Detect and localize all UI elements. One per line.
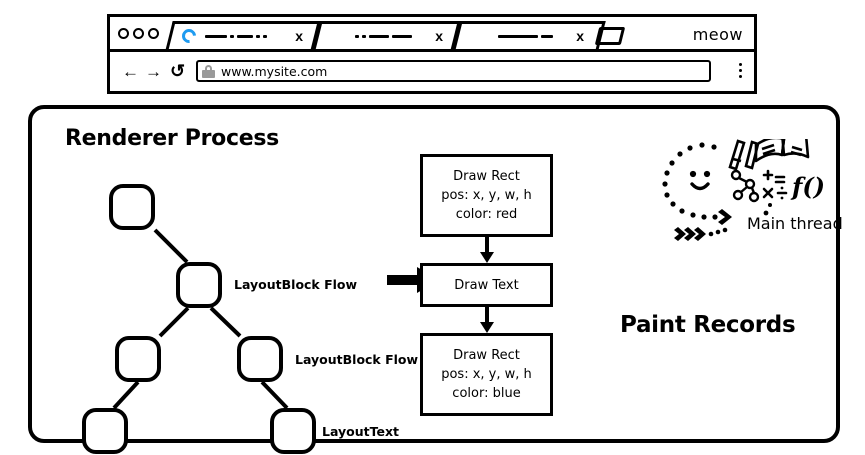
browser-toolbar: ← → ↺ www.mysite.com xyxy=(110,52,754,94)
tree-connector-lines xyxy=(112,228,289,410)
tree-label-layouttext: LayoutText xyxy=(322,424,400,439)
reload-button[interactable]: ↺ xyxy=(170,61,186,81)
tab-content: x xyxy=(165,21,315,52)
browser-tab-3[interactable]: x xyxy=(450,21,606,52)
window-controls[interactable] xyxy=(118,28,159,39)
connector-arrow-1 xyxy=(480,237,494,263)
paint-box-draw-text: Draw Text xyxy=(420,263,553,307)
main-thread-illustration: f() Main thread xyxy=(652,130,852,249)
tab-title-placeholder xyxy=(498,35,553,38)
tab-close-button-2[interactable]: x xyxy=(435,28,443,44)
paint-records-title: Paint Records xyxy=(620,312,796,338)
molecule-graph-icon xyxy=(730,169,760,203)
tree-label-layoutblock-flow-2: LayoutBlock Flow xyxy=(295,352,419,367)
window-control-maximize[interactable] xyxy=(148,28,159,39)
window-control-close[interactable] xyxy=(118,28,129,39)
url-bar[interactable]: www.mysite.com xyxy=(196,60,711,82)
main-thread-graphic: f() xyxy=(662,130,825,241)
layout-node-block-1 xyxy=(176,262,222,308)
open-book-icon xyxy=(754,130,810,163)
browser-tab-1[interactable]: x xyxy=(165,21,323,52)
loading-spinner-icon xyxy=(179,26,199,46)
forward-button[interactable]: → xyxy=(145,62,162,81)
paint-line: Draw Rect xyxy=(453,348,520,363)
paint-box-draw-rect-red: Draw Rect pos: x, y, w, h color: red xyxy=(420,154,553,237)
paint-line: Draw Text xyxy=(454,277,519,293)
page-title: Renderer Process xyxy=(65,126,279,151)
tab-title-placeholder xyxy=(355,35,412,38)
connector-arrow-2 xyxy=(480,307,494,333)
smiley-face-icon xyxy=(662,142,718,220)
tab-strip: x x x xyxy=(110,17,754,52)
math-symbols-icon xyxy=(762,169,788,200)
dotted-trail-arrow-icon xyxy=(718,209,732,225)
function-notation-icon: f() xyxy=(790,172,825,201)
three-dot-menu-icon[interactable] xyxy=(739,63,742,78)
tab-content: x xyxy=(310,21,455,52)
renderer-process-card: Renderer Process LayoutBlock Flow Layout… xyxy=(28,105,843,454)
window-control-minimize[interactable] xyxy=(133,28,144,39)
paint-line: Draw Rect xyxy=(453,169,520,184)
browser-window: x x x xyxy=(107,14,757,94)
paint-line: pos: x, y, w, h xyxy=(441,367,532,382)
lock-icon xyxy=(202,64,215,78)
browser-tab-2[interactable]: x xyxy=(310,21,463,52)
layout-tree-diagram: LayoutBlock Flow LayoutBlock Flow Layout… xyxy=(82,164,418,454)
main-thread-label: Main thread xyxy=(747,214,843,233)
tab-content: x xyxy=(450,21,598,52)
layout-node-root xyxy=(109,184,155,230)
motion-lines-icon xyxy=(674,227,706,241)
back-button[interactable]: ← xyxy=(122,62,139,81)
layout-node-text-1 xyxy=(82,408,128,454)
paint-box-draw-rect-blue: Draw Rect pos: x, y, w, h color: blue xyxy=(420,333,553,416)
tab-close-button-3[interactable]: x xyxy=(576,28,584,44)
svg-text:f(): f() xyxy=(790,172,825,201)
paint-line: color: red xyxy=(455,207,518,222)
tree-label-layoutblock-flow-1: LayoutBlock Flow xyxy=(234,277,358,292)
pencil-ruler-icon xyxy=(728,139,760,171)
new-tab-icon[interactable] xyxy=(594,27,626,45)
layout-node-block-2 xyxy=(115,336,161,382)
brand-label: meow xyxy=(692,25,743,44)
tab-close-button-1[interactable]: x xyxy=(295,28,303,44)
paint-line: color: blue xyxy=(452,386,521,401)
paint-line: pos: x, y, w, h xyxy=(441,188,532,203)
layout-node-block-3 xyxy=(237,336,283,382)
tab-title-placeholder xyxy=(205,35,267,38)
url-text: www.mysite.com xyxy=(221,63,328,79)
layout-node-text-2 xyxy=(270,408,316,454)
